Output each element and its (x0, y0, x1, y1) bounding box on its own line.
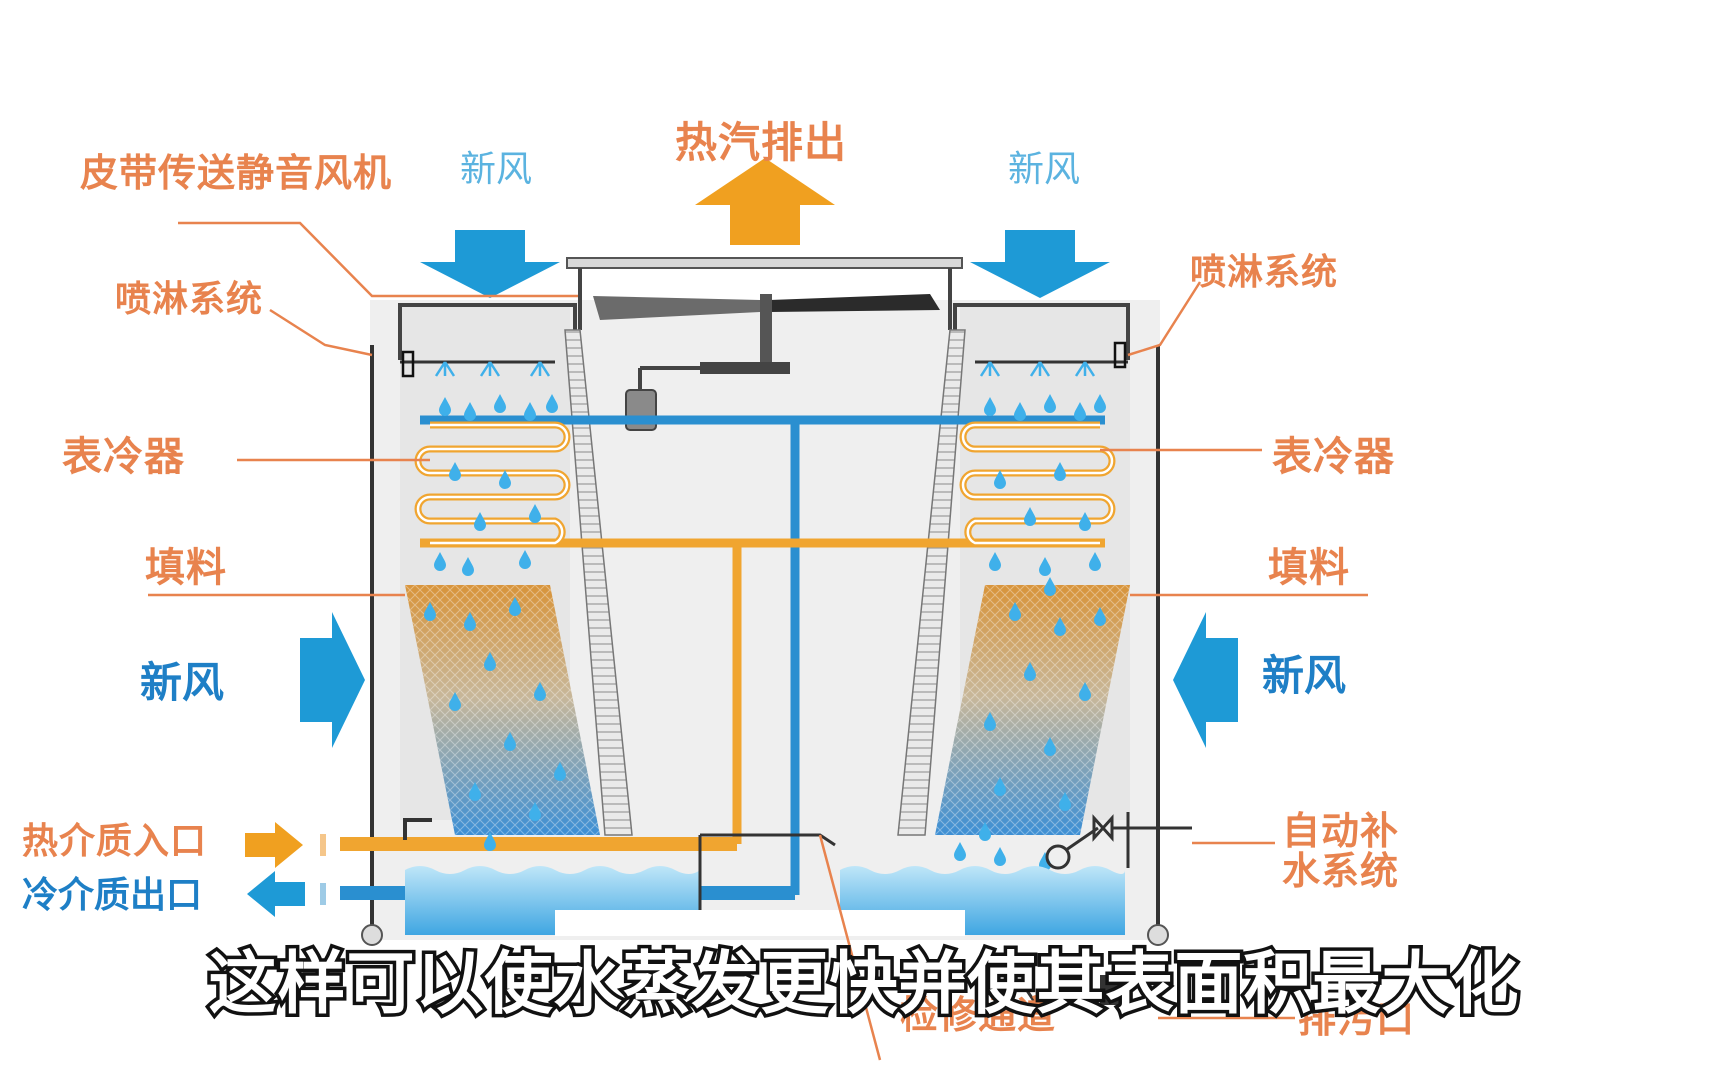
label-cold-outlet: 冷介质出口 (22, 875, 203, 916)
label-spray-right: 喷淋系统 (1190, 252, 1339, 293)
arrow-fresh-air-side-right (1173, 612, 1238, 748)
video-subtitle: 这样可以使水蒸发更快并使其表面积最大化 (205, 942, 1522, 1028)
bottom-fittings (1018, 975, 1120, 1011)
label-fresh-air-side-right: 新风 (1262, 651, 1347, 700)
makeup-valve-icon (1045, 812, 1192, 870)
fill-media-right (935, 585, 1130, 835)
fill-media-left (405, 585, 600, 835)
label-fresh-air-top-right: 新风 (1008, 149, 1081, 190)
drain-fittings (361, 924, 1169, 946)
label-fresh-air-side-left: 新风 (140, 658, 225, 707)
label-fresh-air-top-left: 新风 (460, 149, 533, 190)
label-hot-steam-exhaust: 热汽排出 (675, 118, 848, 167)
basin-water (403, 818, 1125, 936)
spray-nozzles-left (400, 360, 555, 378)
label-auto-makeup-line1: 自动补 (1282, 809, 1400, 853)
label-auto-makeup-line2: 水系统 (1282, 849, 1400, 893)
label-spray-left: 喷淋系统 (115, 279, 264, 320)
coil-right (959, 421, 1116, 547)
center-louvers (564, 329, 966, 836)
coil-left (414, 421, 571, 547)
label-belt-fan: 皮带传送静音风机 (80, 151, 393, 195)
label-drain: 排污口 (1298, 997, 1416, 1041)
label-fill-left: 填料 (145, 545, 227, 591)
label-fill-right: 填料 (1268, 545, 1350, 591)
label-maintenance: 检修通道 (900, 993, 1057, 1037)
arrow-fresh-air-top-right (970, 230, 1110, 298)
label-hot-inlet: 热介质入口 (22, 821, 208, 862)
label-coil-left: 表冷器 (62, 434, 185, 480)
leader-lines (148, 221, 1368, 1061)
arrow-hot-steam (695, 158, 835, 245)
label-coil-right: 表冷器 (1272, 434, 1395, 480)
arrow-cold-outlet (247, 871, 305, 917)
arrow-hot-inlet (245, 822, 303, 868)
arrow-fresh-air-top-left (420, 230, 560, 298)
spray-nozzles-right (975, 360, 1128, 378)
arrow-fresh-air-side-left (300, 612, 365, 748)
